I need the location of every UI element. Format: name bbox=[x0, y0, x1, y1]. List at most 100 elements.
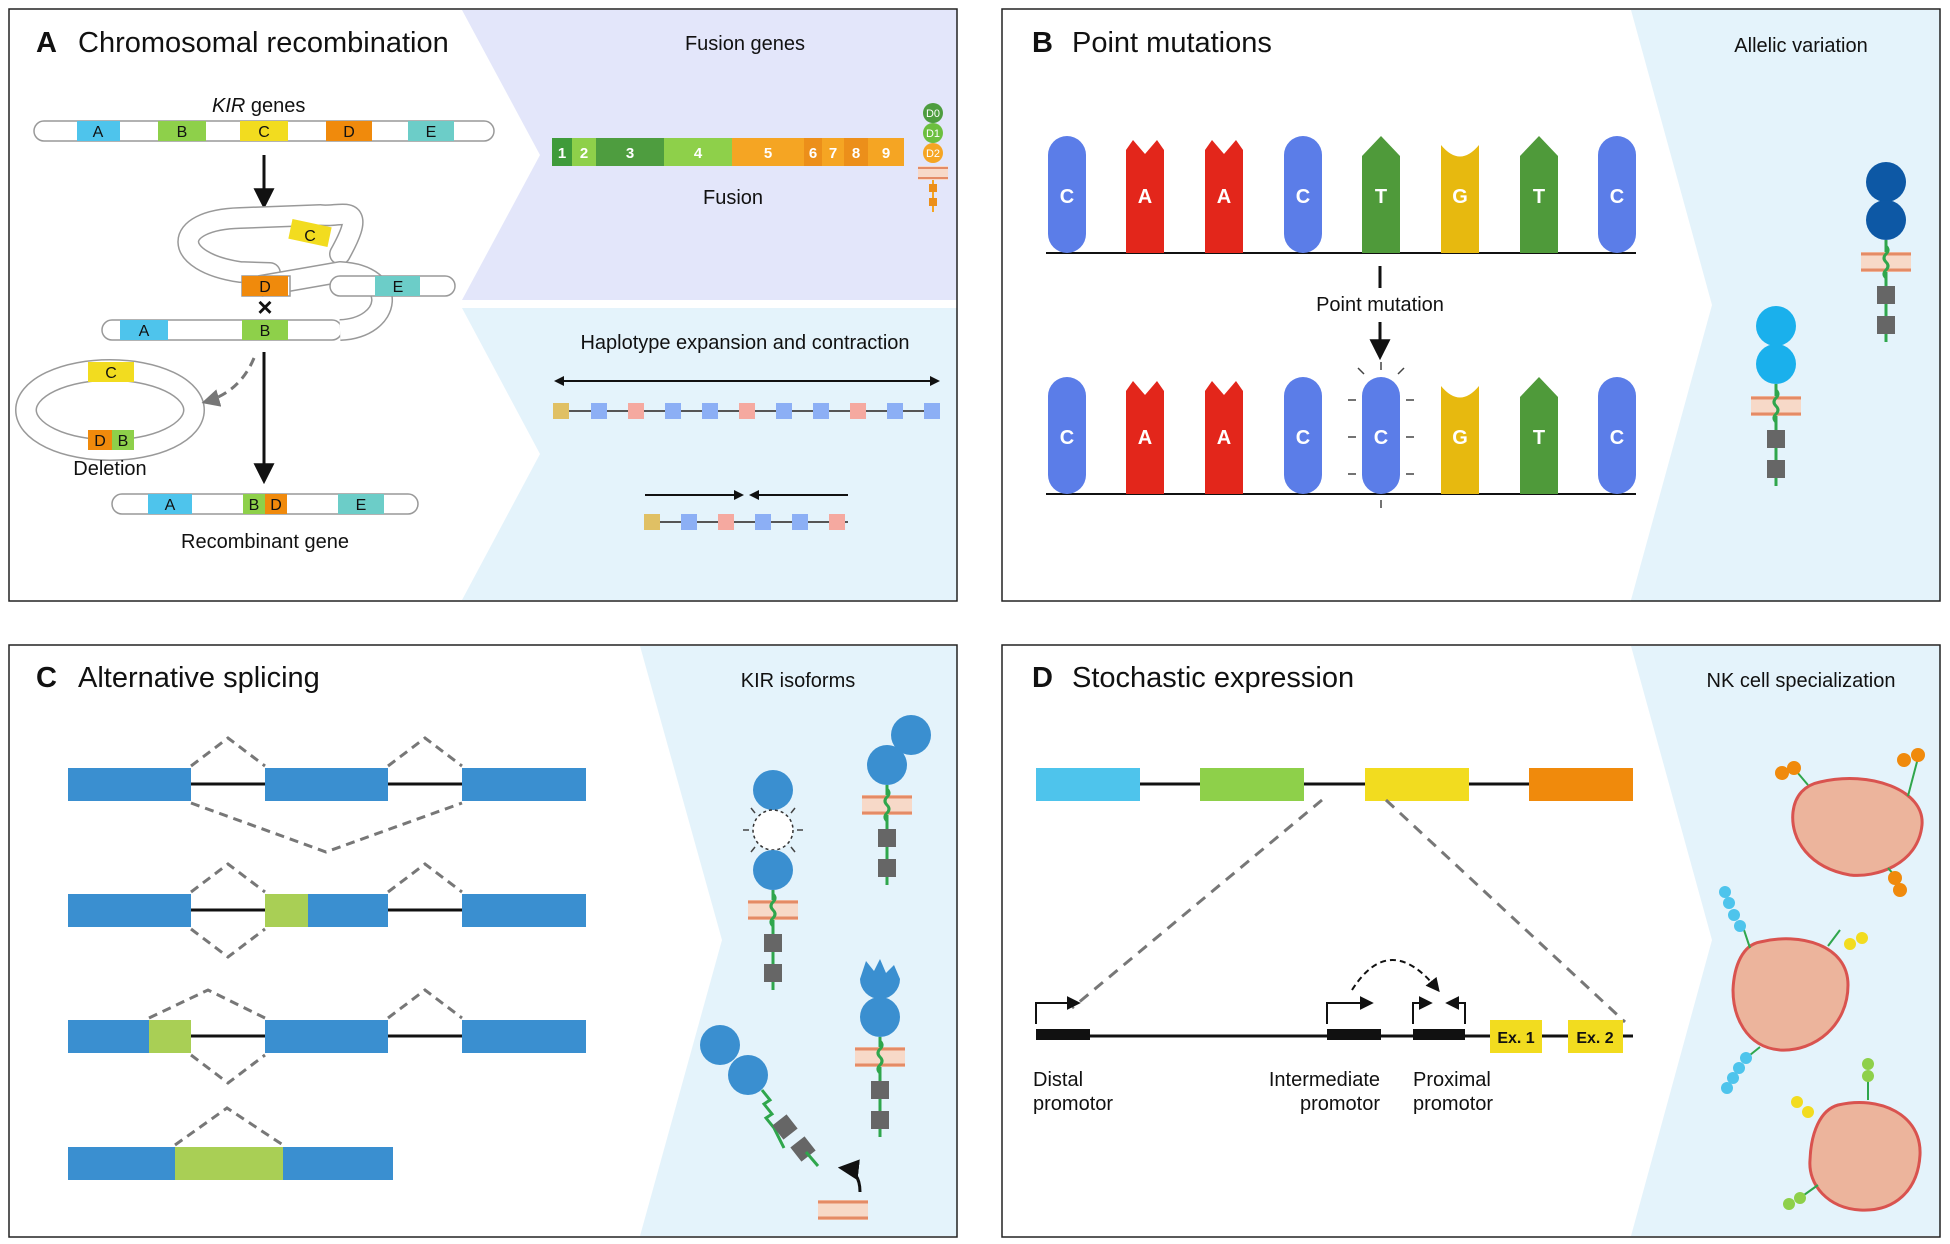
svg-text:E: E bbox=[426, 124, 437, 141]
svg-text:B: B bbox=[260, 323, 271, 340]
svg-text:6: 6 bbox=[809, 145, 817, 162]
recombinant-gene-label: Recombinant gene bbox=[181, 531, 349, 553]
svg-text:×: × bbox=[257, 292, 272, 322]
svg-text:T: T bbox=[1375, 186, 1387, 208]
deletion-label: Deletion bbox=[73, 458, 146, 480]
svg-text:8: 8 bbox=[852, 145, 860, 162]
svg-text:D2: D2 bbox=[926, 148, 940, 160]
svg-text:A: A bbox=[139, 323, 150, 340]
panel-a-title: Chromosomal recombination bbox=[78, 27, 449, 59]
svg-text:A: A bbox=[1217, 427, 1231, 449]
proximal-promotor-label-2: promotor bbox=[1413, 1093, 1493, 1115]
haplotype-title: Haplotype expansion and contraction bbox=[580, 332, 909, 354]
panel-d-title: Stochastic expression bbox=[1072, 662, 1354, 694]
panel-a: A Chromosomal recombination KIR genes A … bbox=[8, 8, 958, 602]
svg-text:4: 4 bbox=[694, 145, 703, 162]
svg-text:3: 3 bbox=[626, 145, 634, 162]
panel-c: C Alternative splicing KIR isoforms bbox=[8, 644, 958, 1238]
svg-text:A: A bbox=[1138, 427, 1152, 449]
fusion-gene-bar: 1 2 3 4 5 6 7 8 9 bbox=[552, 138, 904, 166]
fusion-genes-title: Fusion genes bbox=[685, 33, 805, 55]
svg-text:E: E bbox=[393, 279, 404, 296]
svg-text:B: B bbox=[249, 497, 260, 514]
panel-a-letter: A bbox=[36, 27, 57, 59]
distal-promotor-label-1: Distal bbox=[1033, 1069, 1083, 1091]
svg-text:D: D bbox=[270, 497, 282, 514]
nk-cell-2 bbox=[1719, 886, 1868, 1094]
receptor-dark-blue bbox=[1859, 162, 1913, 344]
panel-b-title: Point mutations bbox=[1072, 27, 1272, 59]
mutation-highlight-rays bbox=[1348, 362, 1414, 508]
svg-text:C: C bbox=[1060, 186, 1074, 208]
point-mutation-label: Point mutation bbox=[1316, 294, 1444, 316]
svg-text:D: D bbox=[343, 124, 355, 141]
svg-text:C: C bbox=[1374, 427, 1388, 449]
kir-chromosome-top: A B C D E bbox=[33, 120, 495, 142]
exon-1-label: Ex. 1 bbox=[1497, 1030, 1534, 1047]
svg-text:A: A bbox=[1217, 186, 1231, 208]
svg-text:C: C bbox=[304, 228, 316, 245]
svg-text:C: C bbox=[1610, 427, 1624, 449]
panel-b: B Point mutations Allelic variation C A … bbox=[1001, 8, 1941, 602]
panel-d: D Stochastic expression NK cell speciali… bbox=[1001, 644, 1941, 1238]
isoform-missing-domain bbox=[743, 770, 803, 992]
svg-text:A: A bbox=[165, 497, 176, 514]
splice-transcript-1 bbox=[68, 736, 586, 854]
svg-text:7: 7 bbox=[829, 145, 837, 162]
splice-transcript-4 bbox=[68, 1106, 393, 1180]
svg-text:T: T bbox=[1533, 427, 1545, 449]
splice-transcript-3 bbox=[68, 988, 586, 1085]
intermediate-promotor-label-2: promotor bbox=[1300, 1093, 1380, 1115]
fusion-label: Fusion bbox=[703, 187, 763, 209]
svg-text:C: C bbox=[258, 124, 270, 141]
distal-promotor-label-2: promotor bbox=[1033, 1093, 1113, 1115]
kir-isoforms-title: KIR isoforms bbox=[741, 670, 855, 692]
svg-text:D0: D0 bbox=[926, 108, 940, 120]
svg-text:B: B bbox=[118, 433, 129, 450]
splice-transcript-2 bbox=[68, 862, 586, 959]
deletion-arrow bbox=[201, 357, 256, 407]
svg-text:5: 5 bbox=[764, 145, 772, 162]
deletion-ring: C D B bbox=[15, 359, 205, 461]
haplotype-short bbox=[644, 514, 848, 530]
exon-2-label: Ex. 2 bbox=[1576, 1030, 1613, 1047]
svg-text:A: A bbox=[93, 124, 104, 141]
svg-text:2: 2 bbox=[580, 145, 588, 162]
haplotype-long bbox=[553, 403, 940, 419]
svg-text:1: 1 bbox=[558, 145, 566, 162]
panel-b-letter: B bbox=[1032, 27, 1053, 59]
zoom-line-right bbox=[1384, 798, 1627, 1024]
zoom-line-left bbox=[1071, 798, 1323, 1010]
isoform-full bbox=[860, 715, 931, 887]
proximal-promotor-label-1: Proximal bbox=[1413, 1069, 1491, 1091]
svg-text:B: B bbox=[177, 124, 188, 141]
svg-text:E: E bbox=[356, 497, 367, 514]
nk-specialization-title: NK cell specialization bbox=[1707, 670, 1896, 692]
svg-text:G: G bbox=[1452, 427, 1468, 449]
sequence-bottom: C A A C C G T C bbox=[1046, 362, 1636, 508]
fusion-receptor: D0 D1 D2 bbox=[918, 103, 948, 212]
panel-d-letter: D bbox=[1032, 662, 1053, 694]
kir-genes-label: KIR genes bbox=[212, 95, 305, 117]
recombinant-chromosome: A B D E bbox=[111, 493, 419, 515]
svg-text:D: D bbox=[94, 433, 106, 450]
isoform-soluble bbox=[700, 1025, 870, 1222]
svg-text:9: 9 bbox=[882, 145, 890, 162]
svg-text:T: T bbox=[1533, 186, 1545, 208]
receptor-light-blue bbox=[1749, 306, 1803, 488]
isoform-truncated-domain bbox=[853, 959, 907, 1139]
svg-text:C: C bbox=[1060, 427, 1074, 449]
svg-text:C: C bbox=[1296, 186, 1310, 208]
promoter-region: Ex. 1 Ex. 2 bbox=[1035, 959, 1633, 1053]
svg-text:D1: D1 bbox=[926, 128, 940, 140]
svg-text:C: C bbox=[1296, 427, 1310, 449]
kir-chromosome-loop: C D E A B × bbox=[101, 203, 456, 341]
svg-text:C: C bbox=[1610, 186, 1624, 208]
panel-c-title: Alternative splicing bbox=[78, 662, 320, 694]
svg-text:A: A bbox=[1138, 186, 1152, 208]
svg-text:D: D bbox=[259, 279, 271, 296]
nk-cell-3 bbox=[1783, 1058, 1922, 1212]
intermediate-promotor-label-1: Intermediate bbox=[1269, 1069, 1380, 1091]
panel-c-letter: C bbox=[36, 662, 57, 694]
